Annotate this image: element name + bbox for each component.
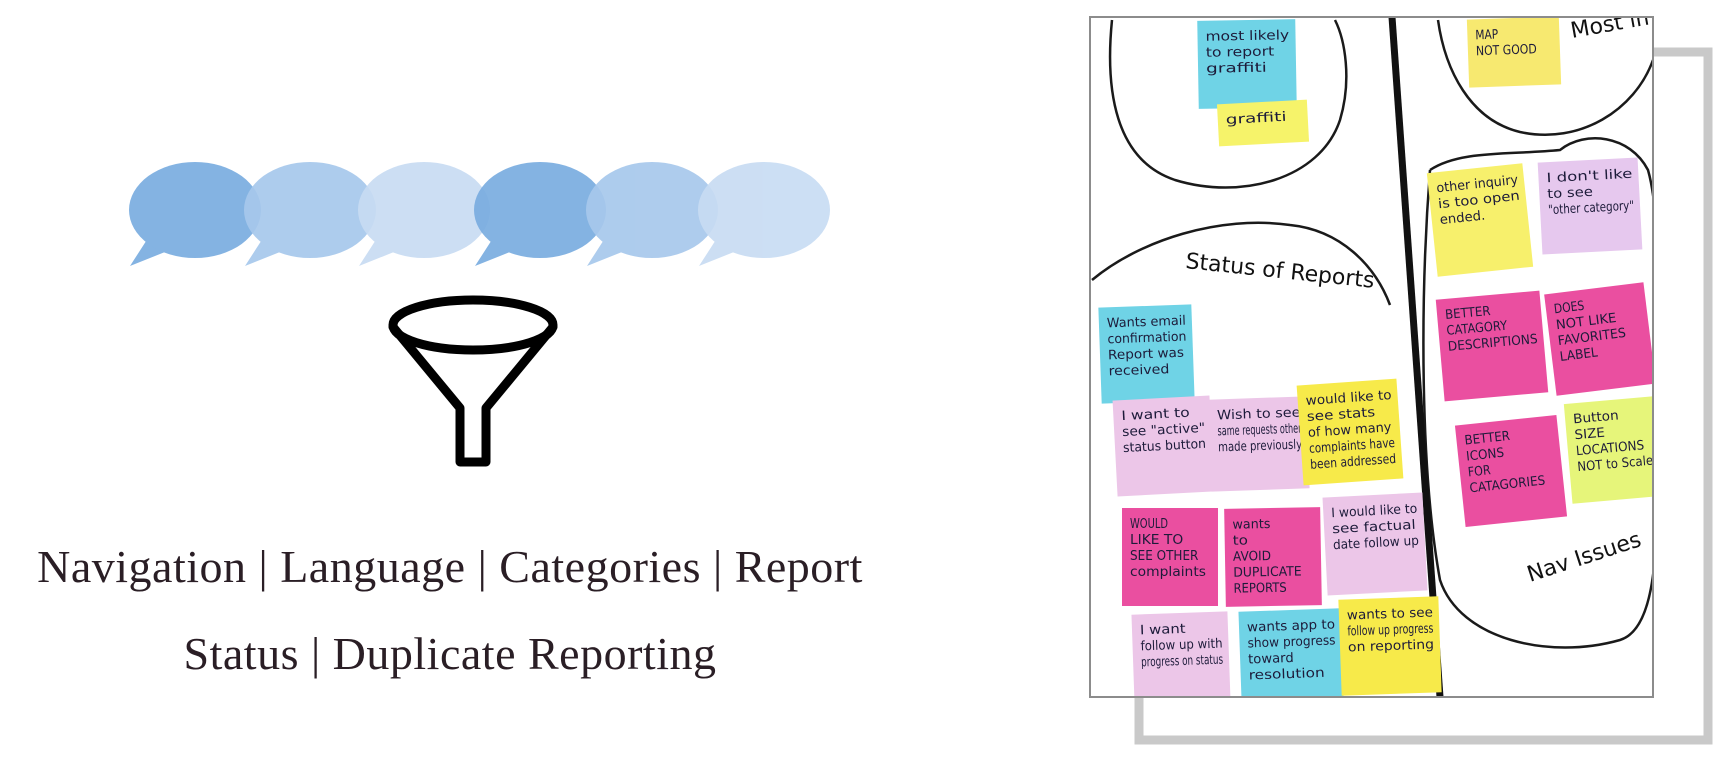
sticky-note-text: follow up progress xyxy=(1347,621,1434,639)
sticky-note-text: same requests other xyxy=(1217,421,1302,439)
sticky-note-text: confirmation xyxy=(1107,330,1186,348)
speech-bubble-icon xyxy=(244,162,376,266)
sticky-note-text: MAP xyxy=(1475,28,1498,44)
sticky-note-text: complaints have xyxy=(1309,436,1396,457)
sticky-note-text: to report xyxy=(1206,45,1275,61)
sticky-note-text: I want to xyxy=(1121,406,1190,425)
sticky-note-text: show progress xyxy=(1247,633,1336,651)
sticky-note-text: BETTER xyxy=(1445,304,1492,323)
sticky-note-text: most likely xyxy=(1205,28,1289,44)
board-divider xyxy=(1388,18,1444,696)
sticky-note-text: to see xyxy=(1547,185,1593,202)
speech-bubble-icon xyxy=(586,162,718,266)
caption-line-1: Navigation | Language | Categories | Rep… xyxy=(37,541,863,592)
sticky-note-text: AVOID xyxy=(1233,549,1271,565)
sticky-note-text: wants app to xyxy=(1247,617,1336,635)
sticky-note-text: LABEL xyxy=(1559,345,1599,365)
speech-bubble-icon xyxy=(358,162,490,266)
sticky-note-text: SIZE xyxy=(1574,426,1606,444)
sticky-note-text: follow up with xyxy=(1140,637,1222,655)
sticky-note-text: ended. xyxy=(1439,208,1486,228)
sticky-note-text: LIKE TO xyxy=(1130,533,1183,548)
sticky-note-text: Button xyxy=(1573,408,1620,427)
sticky-note-text: FOR xyxy=(1467,463,1491,480)
sticky-note-text: NOT GOOD xyxy=(1476,42,1537,59)
sticky-note-text: see "active" xyxy=(1122,421,1206,440)
sticky-note-text: Wish to see xyxy=(1217,406,1301,424)
sticky-note-text: CATAGORY xyxy=(1446,319,1508,339)
sticky-note-text: LOCATIONS xyxy=(1575,438,1644,459)
sticky-note-text: made previously xyxy=(1218,437,1303,455)
sticky-note-text: resolution xyxy=(1248,666,1324,684)
sticky-note-text: Wants email xyxy=(1107,314,1186,332)
sticky-note-text: would like to xyxy=(1305,388,1392,409)
sticky-note-text: DOES xyxy=(1553,299,1585,318)
sticky-note-text: see stats xyxy=(1306,405,1376,425)
speech-bubble-icon xyxy=(474,162,606,266)
sticky-note-text: ICONS xyxy=(1466,446,1505,465)
sticky-note-text: graffiti xyxy=(1206,61,1267,77)
sticky-note-text: see factual xyxy=(1332,518,1416,537)
sticky-note-text: date follow up xyxy=(1333,534,1420,553)
sticky-note-text: toward xyxy=(1248,651,1294,668)
sticky-note-text: to xyxy=(1233,533,1248,548)
sticky-note-text: "other category" xyxy=(1548,199,1635,218)
speech-bubble-icon xyxy=(698,162,830,266)
sticky-note-text: I want xyxy=(1140,622,1186,639)
sticky-note-text: graffiti xyxy=(1225,110,1287,128)
sticky-note-text: I would like to xyxy=(1331,502,1418,521)
sticky-note-text: wants xyxy=(1232,517,1270,533)
sticky-note-text: REPORTS xyxy=(1233,581,1286,597)
sticky-note-text: DUPLICATE xyxy=(1233,565,1302,581)
sticky-note-text: SEE OTHER xyxy=(1130,549,1198,564)
sticky-note-graffiti: graffiti xyxy=(1216,99,1310,147)
sticky-note-text: I don't like xyxy=(1546,167,1633,186)
sticky-note-text: Report was xyxy=(1108,346,1185,364)
speech-bubble-icon xyxy=(129,162,261,266)
sticky-note-text: received xyxy=(1108,362,1169,379)
sticky-note-text: BETTER xyxy=(1464,429,1511,449)
sticky-note-text: NOT to Scale xyxy=(1577,454,1654,476)
sticky-note-text: status button xyxy=(1123,437,1207,456)
sticky-note-text: NOT LIKE xyxy=(1555,311,1617,333)
sticky-note-text: progress on status xyxy=(1141,653,1224,671)
sticky-note-text: been addressed xyxy=(1310,452,1397,473)
sticky-note-text: WOULD xyxy=(1130,517,1168,532)
sticky-note-text: on reporting xyxy=(1348,637,1434,655)
sticky-note-text: wants to see xyxy=(1347,605,1433,623)
caption-line-2: Status | Duplicate Reporting xyxy=(183,628,717,679)
sticky-note-text: complaints xyxy=(1130,565,1206,580)
sticky-note-text: of how many xyxy=(1307,420,1392,441)
